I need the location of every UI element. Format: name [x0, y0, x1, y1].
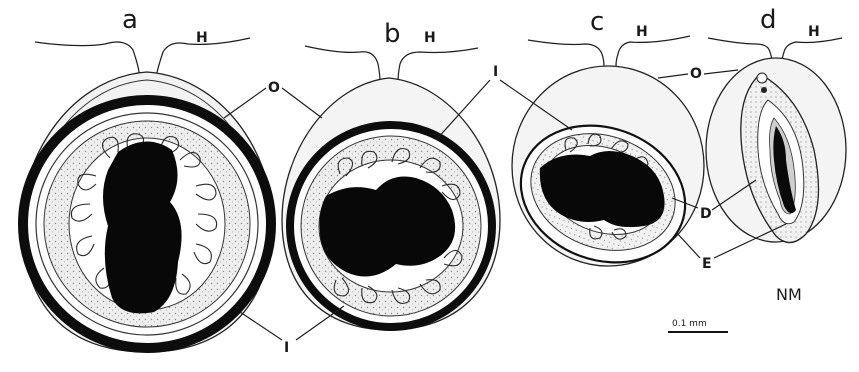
- dark-nucleus-a: [103, 141, 182, 313]
- panel-label-b: b: [384, 19, 401, 49]
- panel-label-a: a: [122, 5, 138, 35]
- scale-bar-label: 0.1 mm: [672, 319, 707, 329]
- hilum-label-d: H: [808, 24, 820, 40]
- outer-integument-label-1: O: [268, 80, 280, 96]
- panel-b: b H: [282, 19, 500, 330]
- funiculus-b: [305, 46, 380, 82]
- hilum-label-c: H: [636, 24, 648, 40]
- signature: NM: [776, 285, 802, 304]
- hilum-label-b: H: [424, 30, 436, 46]
- outer-integument-label-2: O: [690, 66, 702, 82]
- inner-integument-label-bottom: I: [284, 340, 289, 356]
- panel-a: a H: [22, 5, 273, 352]
- panel-d: d H: [706, 5, 846, 243]
- panel-label-d: d: [760, 5, 777, 35]
- inner-integument-label-top: I: [493, 64, 498, 80]
- panel-label-c: c: [590, 7, 604, 37]
- funiculus-d: [708, 38, 772, 62]
- scale-bar: 0.1 mm: [668, 319, 728, 332]
- panel-c: c H: [501, 7, 704, 285]
- d-label: D: [700, 206, 712, 222]
- hilum-label-a: H: [196, 30, 208, 46]
- funiculus-c: [528, 40, 604, 66]
- e-label: E: [702, 256, 712, 272]
